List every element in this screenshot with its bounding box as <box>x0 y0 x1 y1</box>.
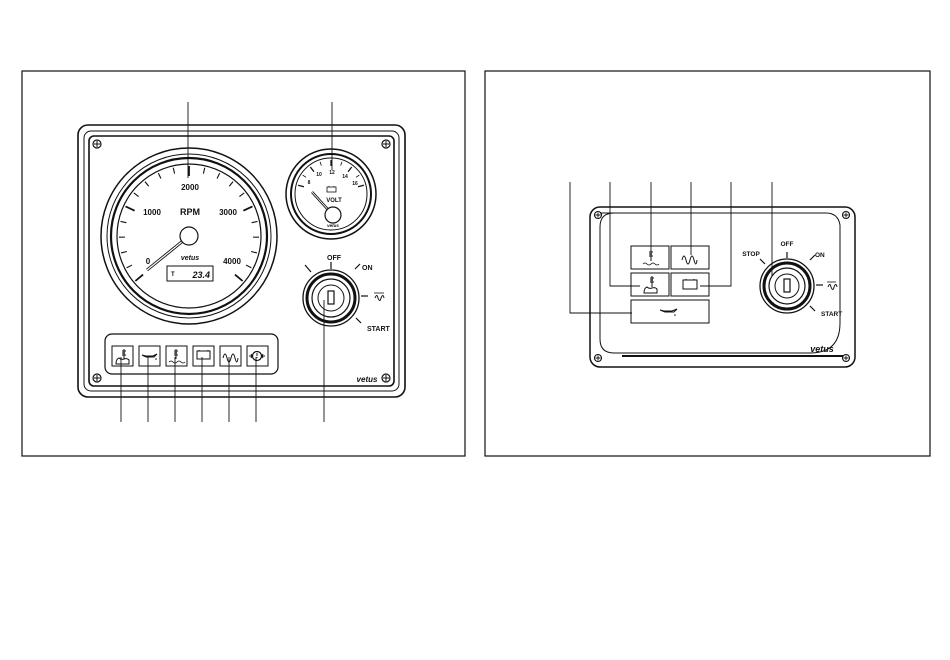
tacho-scale-0: 0 <box>146 257 151 266</box>
battery-warning-icon <box>671 273 709 296</box>
tacho-unit-label: RPM <box>180 207 200 217</box>
volt-unit-label: VOLT <box>326 198 342 204</box>
engine-temp-hand-icon <box>112 346 133 366</box>
warning-lights-strip <box>105 334 278 374</box>
right-panel-brand: vetus <box>810 344 834 354</box>
oil-pressure-icon <box>631 300 709 323</box>
voltmeter: 8 10 12 14 16 VOLT vetus <box>286 149 376 239</box>
screw-icon <box>595 355 602 362</box>
volt-scale-10: 10 <box>316 172 322 178</box>
tacho-scale-1000: 1000 <box>143 208 161 217</box>
battery-warning-icon <box>193 346 214 366</box>
tacho-display-value: 23.4 <box>191 270 210 280</box>
left-key-on-label: ON <box>362 265 373 272</box>
left-key-off-label: OFF <box>327 255 342 262</box>
oil-pressure-icon <box>139 346 160 366</box>
volt-brand: vetus <box>327 223 339 228</box>
volt-hub <box>325 207 341 223</box>
screw-icon <box>93 140 101 148</box>
right-key-stop-label: STOP <box>742 251 760 258</box>
screw-icon <box>843 212 850 219</box>
tacho-scale-4000: 4000 <box>223 257 241 266</box>
transmission-warning-icon <box>247 346 268 366</box>
tacho-display-prefix: T <box>171 272 175 278</box>
key-slot <box>784 279 790 292</box>
coolant-temp-icon <box>166 346 187 366</box>
preheat-warning-icon <box>671 246 709 269</box>
right-key-on-label: ON <box>815 252 825 259</box>
coolant-temp-icon <box>631 246 669 269</box>
left-panel-brand: vetus <box>357 375 378 384</box>
volt-scale-16: 16 <box>352 181 358 187</box>
screw-icon <box>595 212 602 219</box>
tacho-scale-2000: 2000 <box>181 183 199 192</box>
preheat-warning-icon <box>220 346 241 366</box>
volt-scale-8: 8 <box>308 180 311 186</box>
screw-icon <box>382 374 390 382</box>
key-slot <box>328 291 334 304</box>
screw-icon <box>93 374 101 382</box>
right-key-off-label: OFF <box>781 241 794 248</box>
engine-temp-hand-icon <box>631 273 669 296</box>
left-key-start-label: START <box>367 326 391 333</box>
volt-scale-14: 14 <box>342 174 348 180</box>
tacho-scale-3000: 3000 <box>219 208 237 217</box>
screw-icon <box>843 355 850 362</box>
right-panel <box>590 207 855 367</box>
tacho-brand: vetus <box>181 255 199 262</box>
right-key-start-label: START <box>821 311 842 318</box>
tacho-hub <box>180 227 198 245</box>
volt-scale-12: 12 <box>329 170 335 176</box>
screw-icon <box>382 140 390 148</box>
